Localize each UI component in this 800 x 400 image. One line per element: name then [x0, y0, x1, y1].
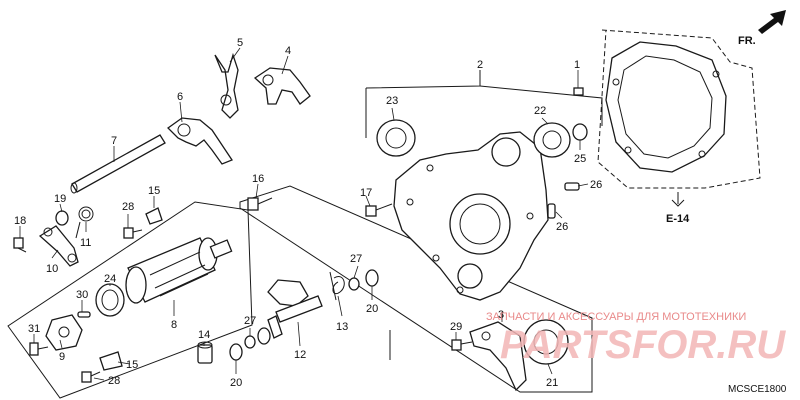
- oil-seal-20-upper: [365, 269, 379, 287]
- callout-31: 31: [28, 323, 40, 335]
- callout-20b: 20: [230, 377, 242, 389]
- bearing-22: [533, 122, 571, 158]
- callout-3: 3: [498, 309, 504, 321]
- watermark: ЗАПЧАСТИ И АКСЕССУАРЫ ДЛЯ МОТОТЕХНИКИ PA…: [486, 311, 786, 367]
- case-group-outline: [365, 70, 481, 89]
- bolt-16: [247, 197, 273, 211]
- cross-reference: E-14: [666, 192, 690, 225]
- down-arrow-icon: [671, 192, 685, 207]
- washer-27-lower: [244, 335, 256, 349]
- callout-20a: 20: [366, 303, 378, 315]
- sub-cover-e14: [605, 41, 727, 173]
- washer-27-upper: [348, 277, 360, 291]
- bolt-28-upper: [123, 227, 143, 239]
- shift-fork-5: [214, 52, 239, 119]
- callout-17: 17: [360, 187, 372, 199]
- dowel-26-upper: [564, 182, 580, 191]
- bolt-18: [13, 237, 27, 253]
- callout-28a: 28: [122, 201, 134, 213]
- crankcase-cover-2: [393, 131, 549, 301]
- callout-27b: 27: [244, 315, 256, 327]
- callout-15a: 15: [148, 185, 160, 197]
- fork-shaft: [70, 134, 166, 194]
- callout-7: 7: [111, 135, 117, 147]
- return-spring-13: [329, 271, 345, 301]
- cross-reference-label: E-14: [666, 213, 690, 225]
- callout-5: 5: [237, 37, 243, 49]
- shift-fork-6: [166, 117, 233, 165]
- dowel-26-lower: [547, 203, 556, 219]
- callout-28b: 28: [108, 375, 120, 387]
- bolt-17: [365, 203, 393, 217]
- shift-drum: [125, 237, 233, 304]
- clip-15-lower: [99, 351, 123, 371]
- washer-19: [55, 210, 69, 226]
- oil-seal-20-lower: [229, 343, 243, 361]
- callout-8: 8: [171, 319, 177, 331]
- callout-24: 24: [104, 273, 116, 285]
- clip-15-upper: [145, 207, 163, 225]
- watermark-tagline: ЗАПЧАСТИ И АКСЕССУАРЫ ДЛЯ МОТОТЕХНИКИ: [486, 311, 746, 323]
- callout-23: 23: [386, 95, 398, 107]
- front-marker-label: FR.: [738, 35, 756, 47]
- leader-lines: [19, 47, 589, 381]
- drum-center-plate-9: [45, 314, 83, 351]
- bracket-3: [469, 321, 527, 392]
- oil-seal-25: [572, 123, 588, 141]
- callout-19: 19: [54, 193, 66, 205]
- watermark-logo: PARTSFOR.RU: [500, 323, 786, 367]
- callout-13: 13: [336, 321, 348, 333]
- callout-15b: 15: [126, 359, 138, 371]
- callout-11: 11: [80, 237, 91, 249]
- callout-16: 16: [252, 173, 264, 185]
- callout-1: 1: [574, 59, 580, 71]
- callout-27a: 27: [350, 253, 362, 265]
- callout-10: 10: [46, 263, 58, 275]
- cover-group-outline: [597, 29, 761, 189]
- callout-26b: 26: [556, 221, 568, 233]
- callout-22: 22: [534, 105, 546, 117]
- bolt-31: [29, 342, 49, 356]
- callout-30: 30: [76, 289, 88, 301]
- front-direction-marker: FR.: [738, 10, 786, 47]
- diagram-code: MCSCE1800: [728, 384, 787, 395]
- stopper-arm-10: [38, 225, 79, 267]
- callout-18: 18: [14, 215, 26, 227]
- shift-drum-group-outline: [7, 201, 253, 399]
- bolt-28-lower: [81, 371, 101, 383]
- callout-12: 12: [294, 349, 306, 361]
- bolt-29: [451, 339, 473, 351]
- front-arrow-icon: [758, 10, 786, 34]
- case-group-outline-right: [479, 85, 603, 126]
- callout-25: 25: [574, 153, 586, 165]
- shift-fork-4: [253, 67, 311, 105]
- callout-21: 21: [546, 377, 558, 389]
- pin-14: [197, 341, 213, 364]
- bearing-21: [523, 319, 569, 365]
- drum-bearing-24: [95, 283, 125, 317]
- bearing-23: [376, 119, 416, 157]
- callout-4: 4: [285, 45, 291, 57]
- callout-labels: 1 2 3 4 5 6 7 8 9 10 11 12 13 14 15 15 1…: [14, 37, 602, 389]
- bolt-1: [573, 87, 584, 96]
- callout-2: 2: [477, 59, 483, 71]
- shift-shaft-group-outline: [239, 185, 593, 393]
- spring-11: [75, 206, 94, 239]
- dowel-pin-30: [77, 311, 91, 318]
- callout-29: 29: [450, 321, 462, 333]
- callout-26a: 26: [590, 179, 602, 191]
- shift-spindle-12: [257, 279, 323, 345]
- callout-9: 9: [59, 351, 65, 363]
- callout-6: 6: [177, 91, 183, 103]
- callout-14: 14: [198, 329, 210, 341]
